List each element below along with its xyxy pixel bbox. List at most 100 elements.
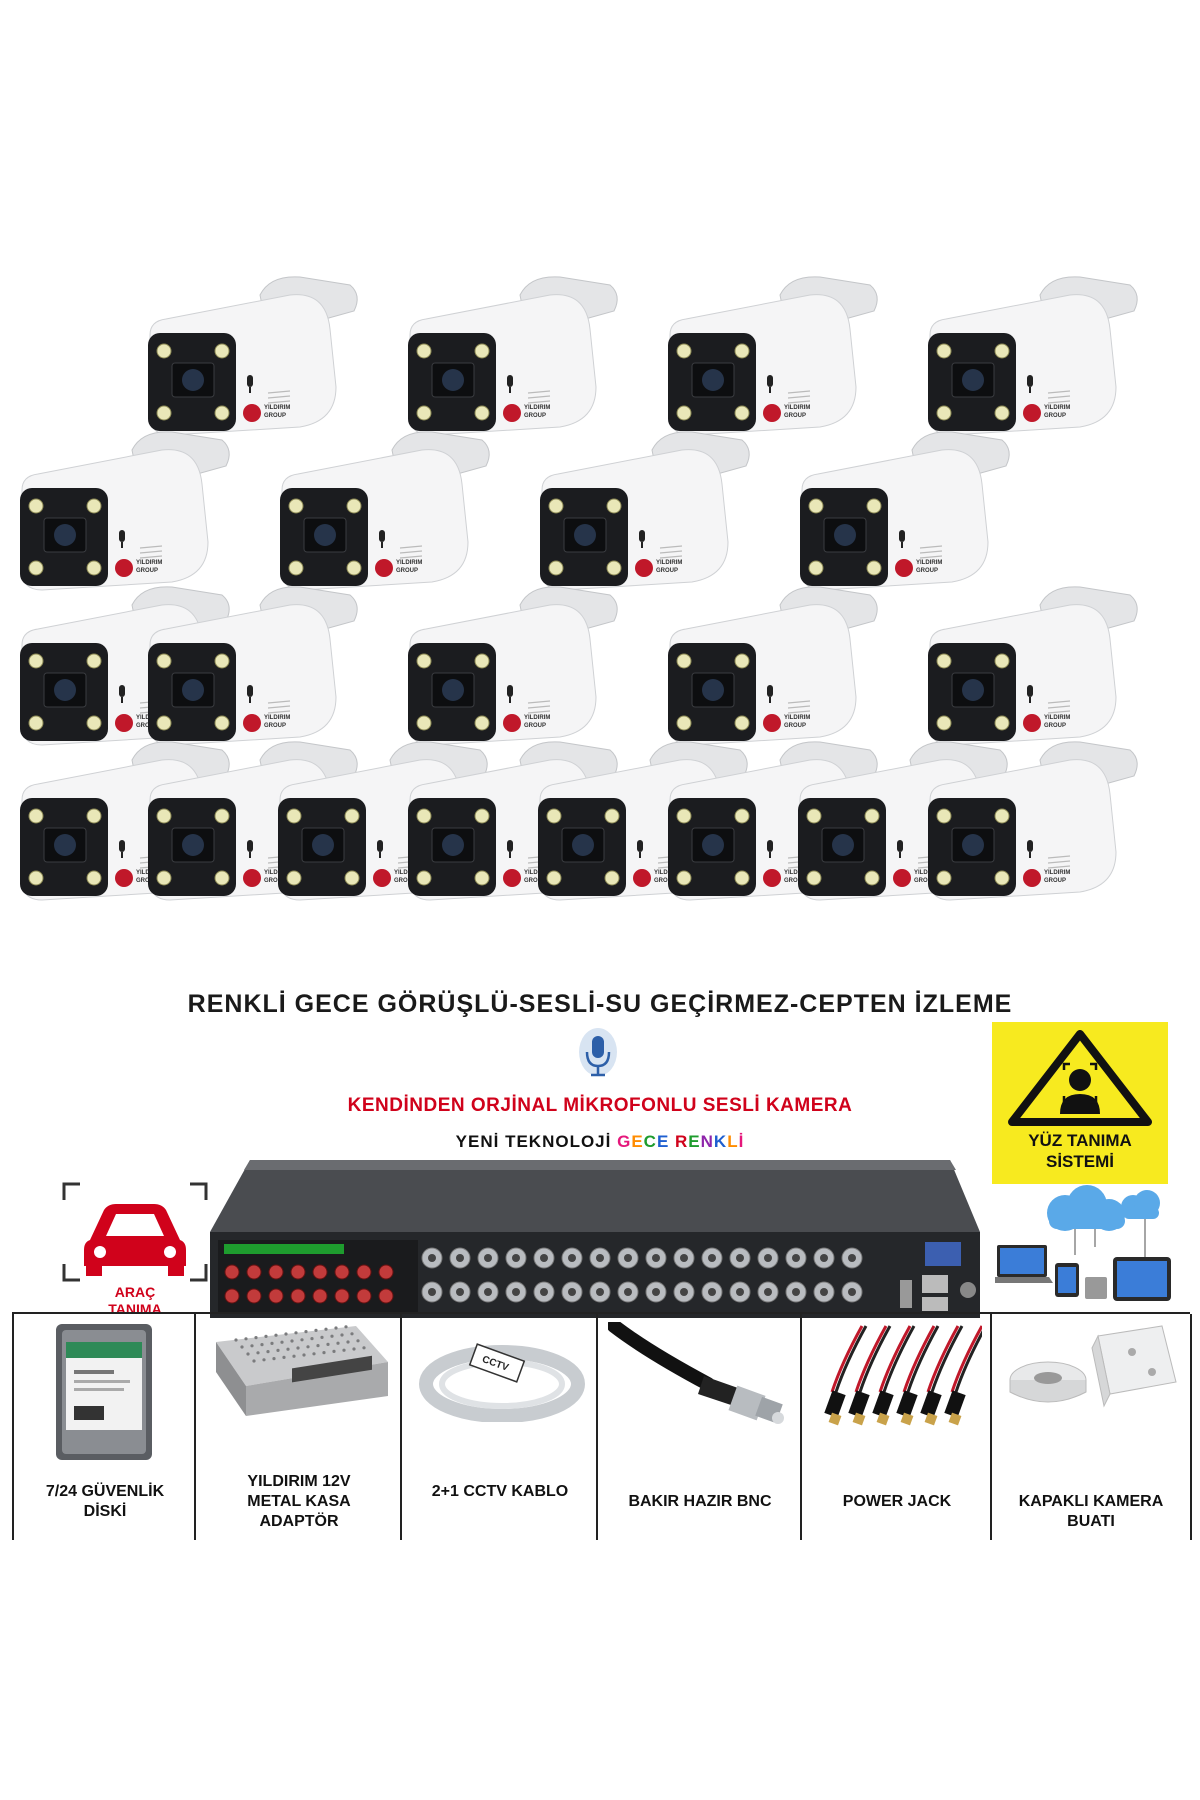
face-warning-icon	[1008, 1030, 1152, 1126]
product-label-line1: KAPAKLI KAMERA	[1018, 1493, 1164, 1510]
brand-line1: YILDIRIM	[264, 870, 290, 876]
brand-line2: GROUP	[1044, 878, 1066, 884]
brand-line2: GROUP	[394, 878, 416, 884]
hard-drive-icon	[56, 1324, 152, 1460]
cloud-devices-icon	[995, 1185, 1171, 1301]
car-label-line1: ARAÇ	[114, 1284, 156, 1300]
brand-line1: YILDIRIM	[784, 870, 810, 876]
brand-line2: GROUP	[264, 723, 286, 729]
brand-line1: YILDIRIM	[1044, 715, 1070, 721]
bullet-camera: YILDIRIM GROUP	[800, 431, 1010, 591]
brand-line1: YILDIRIM	[916, 560, 942, 566]
brand-line2: GROUP	[916, 568, 938, 574]
brand-line2: GROUP	[396, 568, 418, 574]
accessories-row: 7/24 GÜVENLİK DİSKİ YILDIRIM 12V METAL KAS…	[12, 1312, 1192, 1542]
brand-line2: GROUP	[914, 878, 936, 884]
tech-letter: K	[713, 1132, 728, 1151]
product-label-line2: BUATI	[1067, 1513, 1115, 1530]
brand-line1: YILDIRIM	[784, 405, 810, 411]
brand-line2: GROUP	[524, 413, 546, 419]
brand-line2: GROUP	[136, 568, 158, 574]
tech-letter: G	[617, 1132, 632, 1151]
brand-line1: YILDIRIM	[136, 560, 162, 566]
brand-line1: YILDIRIM	[524, 870, 550, 876]
brand-line1: YILDIRIM	[656, 560, 682, 566]
product-label-line2: METAL KASA	[247, 1493, 351, 1510]
tech-letter: C	[643, 1132, 657, 1151]
face-recognition-badge: YÜZ TANIMA SİSTEMİ	[992, 1022, 1168, 1184]
product-label-line3: ADAPTÖR	[259, 1513, 339, 1530]
bnc-connector-icon	[608, 1322, 784, 1424]
brand-line2: GROUP	[264, 878, 286, 884]
cable-reel-icon: CCTV	[419, 1343, 585, 1422]
power-supply-icon	[216, 1325, 388, 1416]
power-jack-icon	[824, 1325, 982, 1426]
tech-line: YENİ TEKNOLOJİ GECE RENKLİ	[0, 1132, 1200, 1152]
brand-line2: GROUP	[784, 878, 806, 884]
product-label-line1: 7/24 GÜVENLİK	[45, 1483, 165, 1500]
feature-headline: RENKLİ GECE GÖRÜŞLÜ-SESLİ-SU GEÇİRMEZ-CE…	[187, 990, 1013, 1018]
brand-line1: YILDIRIM	[524, 405, 550, 411]
product-power-jack: POWER JACK	[800, 1314, 992, 1540]
product-bnc: BAKIR HAZIR BNC	[596, 1314, 802, 1540]
product-label-line1: 2+1 CCTV KABLO	[431, 1483, 569, 1500]
car-icon	[62, 1182, 208, 1282]
brand-line1: YILDIRIM	[524, 715, 550, 721]
tech-line-colored: GECE RENKLİ	[617, 1132, 744, 1151]
brand-line2: GROUP	[784, 413, 806, 419]
brand-line1: YILDIRIM	[1044, 405, 1070, 411]
dvr-recorder-image	[210, 1160, 980, 1318]
bullet-camera: YILDIRIM GROUP	[928, 741, 1138, 901]
product-label-line1: YILDIRIM 12V	[247, 1473, 351, 1490]
brand-line2: GROUP	[524, 878, 546, 884]
brand-line2: GROUP	[654, 878, 676, 884]
brand-line2: GROUP	[136, 723, 158, 729]
bullet-camera: YILDIRIM GROUP	[148, 586, 358, 746]
bullet-camera: YILDIRIM GROUP	[928, 586, 1138, 746]
junction-box-icon	[1009, 1325, 1177, 1408]
product-label-line1: BAKIR HAZIR BNC	[628, 1493, 772, 1510]
brand-line2: GROUP	[1044, 723, 1066, 729]
bullet-camera: YILDIRIM GROUP	[408, 276, 618, 436]
brand-line1: YILDIRIM	[1044, 870, 1070, 876]
face-label-line1: YÜZ TANIMA	[1028, 1131, 1132, 1150]
tech-letter: E	[631, 1132, 644, 1151]
product-label-line1: POWER JACK	[842, 1493, 952, 1510]
face-label-line2: SİSTEMİ	[1045, 1152, 1114, 1171]
brand-line1: YILDIRIM	[264, 715, 290, 721]
brand-line2: GROUP	[524, 723, 546, 729]
brand-line1: YILDIRIM	[394, 870, 420, 876]
tech-letter: E	[688, 1132, 701, 1151]
camera-grid: YILDIRIM GROUP YILDIRIM GROUP YILDIRIM GROUP Y…	[20, 276, 1138, 901]
microphone-icon	[579, 1028, 617, 1077]
product-hard-drive: 7/24 GÜVENLİK DİSKİ	[12, 1314, 196, 1540]
bullet-camera: YILDIRIM GROUP	[408, 586, 618, 746]
product-junction-box: KAPAKLI KAMERA BUATI	[990, 1314, 1192, 1540]
brand-line1: YILDIRIM	[914, 870, 940, 876]
mic-headline: KENDİNDEN ORJİNAL MİKROFONLU SESLİ KAMER…	[347, 1095, 853, 1116]
bullet-camera: YILDIRIM GROUP	[148, 276, 358, 436]
brand-line2: GROUP	[784, 723, 806, 729]
bullet-camera: YILDIRIM GROUP	[668, 276, 878, 436]
tech-letter: E	[656, 1132, 676, 1151]
brand-line1: YILDIRIM	[396, 560, 422, 566]
brand-line2: GROUP	[264, 413, 286, 419]
brand-line1: YILDIRIM	[654, 870, 680, 876]
brand-line1: YILDIRIM	[264, 405, 290, 411]
brand-line2: GROUP	[656, 568, 678, 574]
bullet-camera: YILDIRIM GROUP	[540, 431, 750, 591]
product-label-line2: DİSKİ	[83, 1503, 127, 1520]
tech-letter: L	[727, 1132, 739, 1151]
brand-line1: YILDIRIM	[784, 715, 810, 721]
bullet-camera: YILDIRIM GROUP	[20, 431, 230, 591]
tech-letter: R	[675, 1132, 689, 1151]
brand-line2: GROUP	[136, 878, 158, 884]
bullet-camera: YILDIRIM GROUP	[280, 431, 490, 591]
tech-letter: N	[700, 1132, 714, 1151]
product-cable: CCTV 2+1 CCTV KABLO	[400, 1314, 598, 1540]
product-power-supply: YILDIRIM 12V METAL KASA ADAPTÖR	[194, 1314, 402, 1540]
bullet-camera: YILDIRIM GROUP	[668, 586, 878, 746]
tech-line-prefix: YENİ TEKNOLOJİ	[455, 1132, 618, 1151]
